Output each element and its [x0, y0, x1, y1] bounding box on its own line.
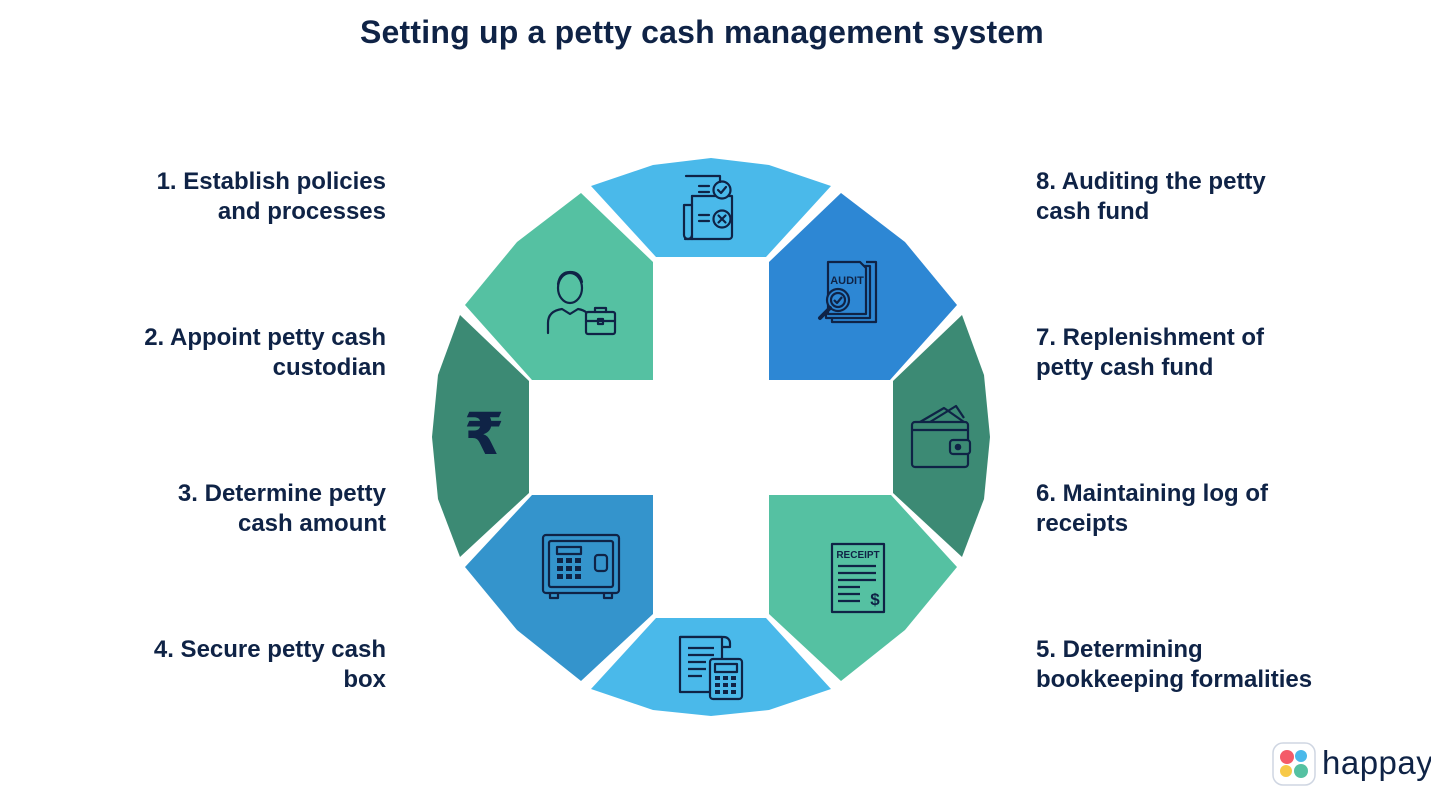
happay-logo-text: happay	[1322, 744, 1431, 781]
step-3-label: 3. Determine petty cash amount	[86, 479, 386, 539]
step-1-line-1: 1. Establish policies	[156, 168, 386, 195]
step-1-line-2: and processes	[217, 198, 386, 225]
step-1-label: 1. Establish policies and processes	[86, 167, 386, 227]
step-8-line-1: 8. Auditing the petty	[1036, 168, 1266, 195]
audit-magnifier-icon: AUDIT	[818, 260, 878, 324]
step-7-line-1: 7. Replenishment of	[1036, 324, 1265, 351]
dollar-sign: $	[870, 590, 880, 609]
step-5-line-2: bookkeeping formalities	[1036, 666, 1313, 693]
step-7-line-2: petty cash fund	[1036, 354, 1214, 381]
step-2-line-1: 2. Appoint petty cash	[144, 324, 386, 351]
step-5-line-1: 5. Determining	[1036, 636, 1203, 663]
segment-top	[591, 158, 831, 257]
checklist-document-icon	[682, 174, 734, 241]
wallet-money-icon	[910, 404, 972, 469]
happay-logo-mark-icon	[1272, 742, 1316, 786]
step-2-line-2: custodian	[272, 354, 386, 381]
happay-logo: happay	[1272, 742, 1431, 788]
rupee-icon: ₹	[464, 400, 504, 468]
segment-left	[432, 315, 529, 557]
step-3-line-2: cash amount	[237, 510, 386, 537]
step-8-line-2: cash fund	[1036, 198, 1150, 225]
step-6-label: 6. Maintaining log of receipts	[1036, 479, 1376, 539]
step-7-label: 7. Replenishment of petty cash fund	[1036, 323, 1376, 383]
invoice-calculator-icon	[678, 635, 744, 701]
step-2-label: 2. Appoint petty cash custodian	[86, 323, 386, 383]
step-5-label: 5. Determining bookkeeping formalities	[1036, 635, 1376, 695]
receipt-label: RECEIPT	[836, 550, 879, 561]
person-briefcase-icon	[546, 270, 617, 336]
diagram-title: Setting up a petty cash management syste…	[360, 14, 1044, 50]
receipt-dollar-icon: RECEIPT $	[830, 542, 886, 614]
step-4-line-2: box	[343, 666, 386, 693]
step-3-line-1: 3. Determine petty	[177, 480, 386, 507]
step-4-label: 4. Secure petty cash box	[86, 635, 386, 695]
step-8-label: 8. Auditing the petty cash fund	[1036, 167, 1376, 227]
step-6-line-1: 6. Maintaining log of	[1036, 480, 1268, 507]
step-4-line-1: 4. Secure petty cash	[153, 636, 386, 663]
safe-keypad-icon	[541, 533, 621, 600]
step-6-line-2: receipts	[1036, 510, 1129, 537]
audit-label: AUDIT	[830, 275, 864, 287]
